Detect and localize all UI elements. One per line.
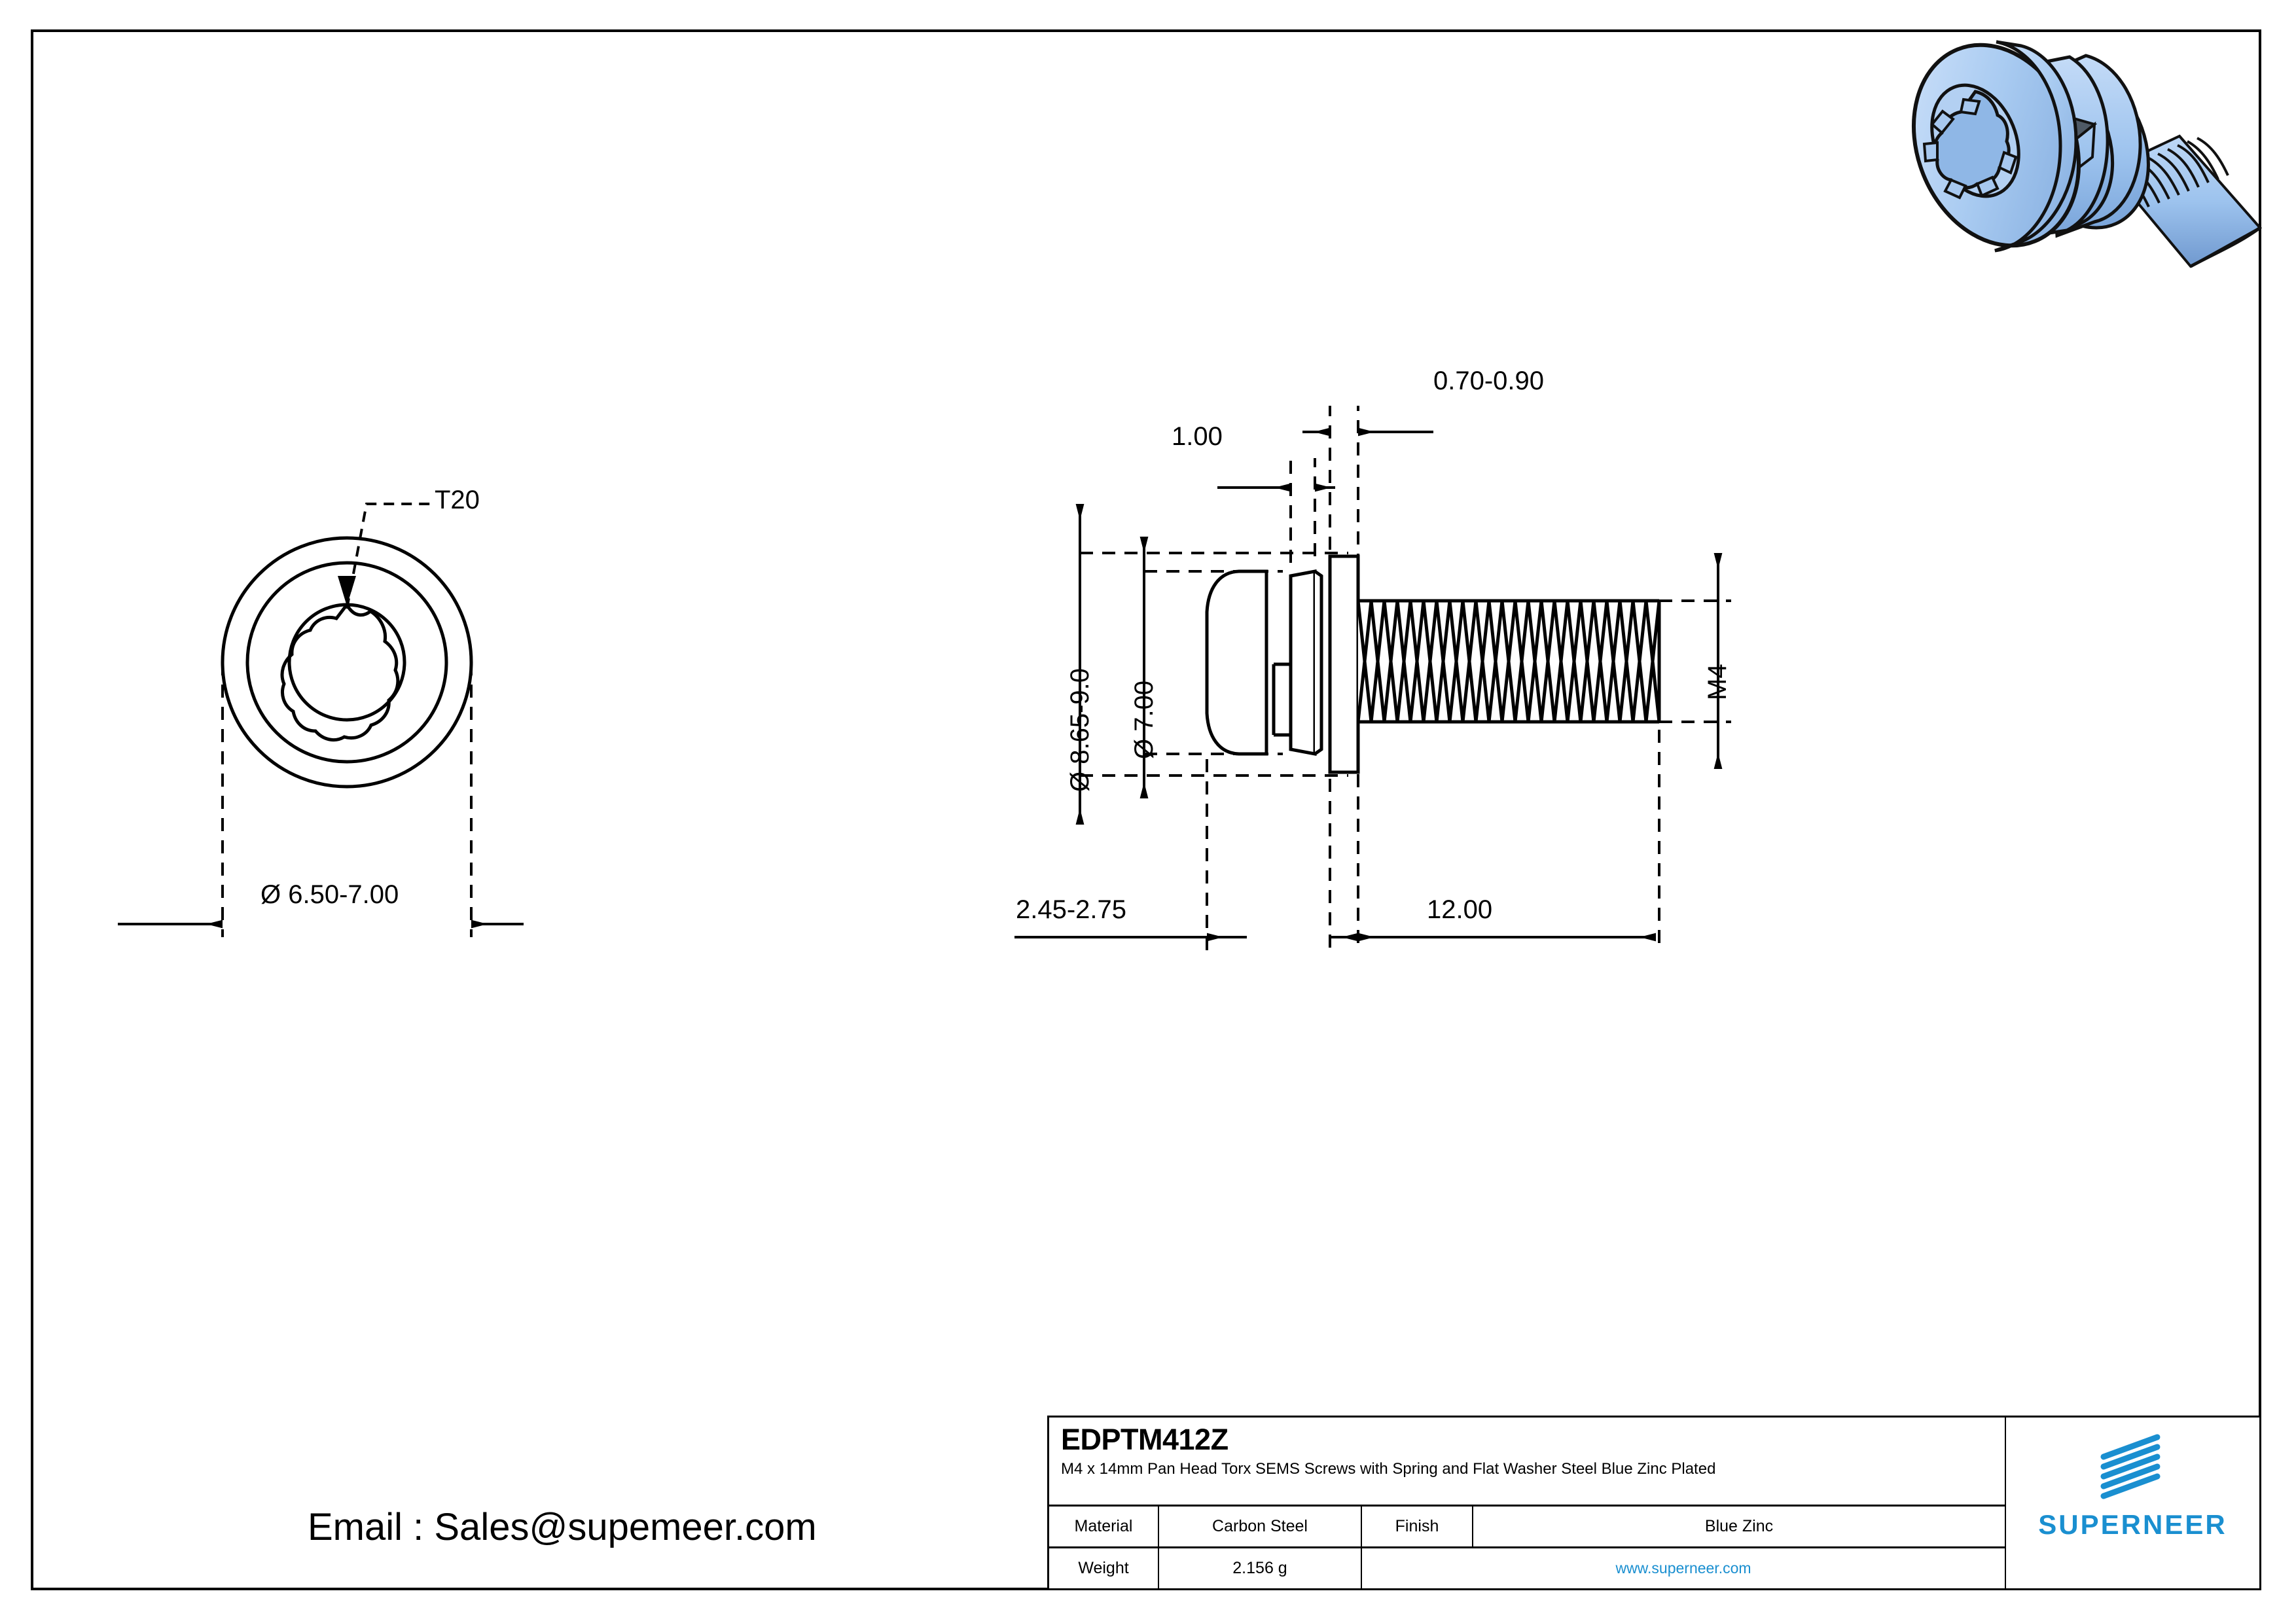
label-head-diameter-side: Ø 7.00 [1130, 680, 1158, 759]
label-spring-washer-thickness: 1.00 [1172, 422, 1223, 451]
label-thread-length: 12.00 [1427, 895, 1493, 924]
drawing-border-frame [31, 29, 2261, 1590]
label-head-diameter-front: Ø 6.50-7.00 [260, 880, 399, 909]
title-block: EDPTM412Z M4 x 14mm Pan Head Torx SEMS S… [1047, 1416, 2261, 1590]
label-drive-size: T20 [435, 486, 480, 514]
label-flat-washer-thickness: 0.70-0.90 [1433, 366, 1545, 395]
website-link[interactable]: www.superneer.com [1615, 1560, 1751, 1577]
part-code: EDPTM412Z [1061, 1423, 1229, 1456]
material-value: Carbon Steel [1159, 1507, 1362, 1546]
superneer-logo-icon [2100, 1434, 2160, 1499]
finish-label: Finish [1362, 1507, 1473, 1546]
label-flange-diameter: Ø 8.65-9.0 [1066, 668, 1094, 792]
contact-email: Email : Sales@supemeer.com [308, 1506, 817, 1548]
brand-panel: SUPERNEER [2006, 1416, 2261, 1590]
title-block-info: EDPTM412Z M4 x 14mm Pan Head Torx SEMS S… [1047, 1416, 2006, 1590]
label-thread-size: M4 [1703, 664, 1732, 700]
title-block-row-material: Material Carbon Steel Finish Blue Zinc [1049, 1507, 2005, 1546]
part-description: M4 x 14mm Pan Head Torx SEMS Screws with… [1061, 1460, 1716, 1478]
finish-value: Blue Zinc [1704, 1517, 1774, 1535]
weight-value: 2.156 g [1159, 1548, 1362, 1588]
label-head-height: 2.45-2.75 [1016, 895, 1127, 924]
weight-label: Weight [1049, 1548, 1159, 1588]
title-block-row-weight: Weight 2.156 g www.superneer.com [1049, 1546, 2005, 1588]
material-label: Material [1049, 1507, 1159, 1546]
brand-wordmark: SUPERNEER [2038, 1509, 2227, 1540]
title-block-description-area: EDPTM412Z M4 x 14mm Pan Head Torx SEMS S… [1049, 1418, 2005, 1507]
